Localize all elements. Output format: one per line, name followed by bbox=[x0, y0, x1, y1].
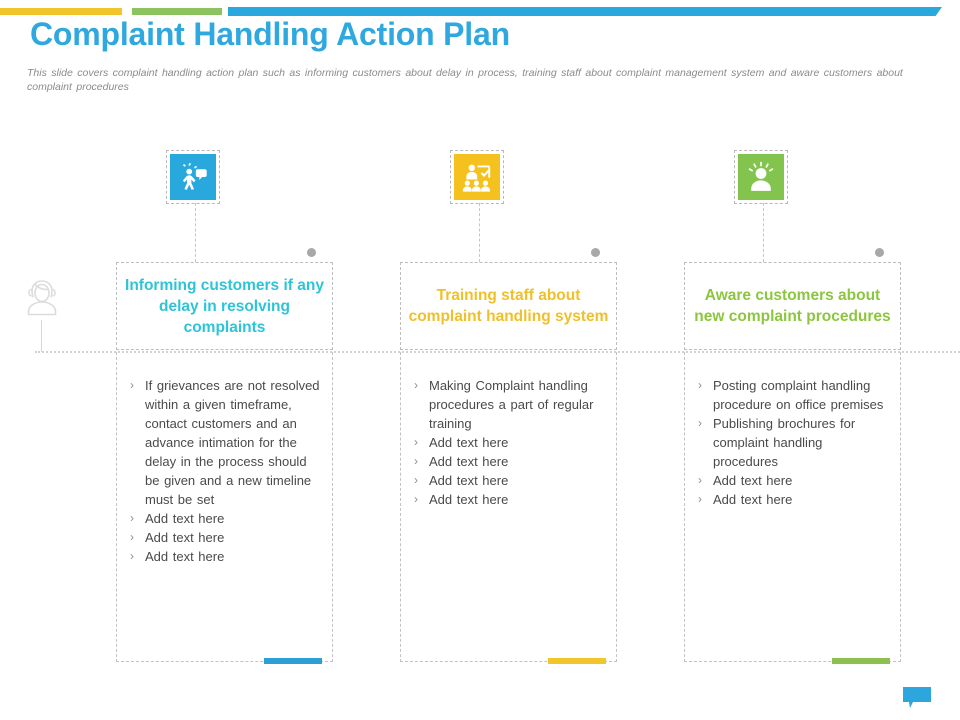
list-item-text: Add text here bbox=[145, 511, 225, 526]
list-item: › Add text here bbox=[413, 490, 606, 509]
chevron-right-icon: › bbox=[698, 416, 702, 430]
column-1-connector-line bbox=[195, 203, 196, 262]
list-item-text: Add text here bbox=[429, 454, 509, 469]
chevron-right-icon: › bbox=[698, 473, 702, 487]
chevron-right-icon: › bbox=[414, 378, 418, 392]
column-1-title-card[interactable]: Informing customers if any delay in reso… bbox=[116, 262, 333, 350]
column-3-title: Aware customers about new complaint proc… bbox=[694, 287, 891, 325]
list-item: › Add text here bbox=[413, 471, 606, 490]
chevron-right-icon: › bbox=[130, 530, 134, 544]
column-2-bottom-accent bbox=[548, 658, 606, 664]
list-item: › Add text here bbox=[697, 471, 890, 490]
column-2-title-card[interactable]: Training staff about complaint handling … bbox=[400, 262, 617, 350]
chevron-right-icon: › bbox=[698, 492, 702, 506]
column-1-icon-tile bbox=[166, 150, 220, 204]
training-presentation-icon bbox=[454, 154, 500, 200]
list-item-text: Publishing brochures for complaint handl… bbox=[713, 416, 856, 469]
column-1-title: Informing customers if any delay in reso… bbox=[125, 276, 324, 336]
list-item: › Making Complaint handling procedures a … bbox=[413, 376, 606, 433]
chevron-right-icon: › bbox=[414, 454, 418, 468]
horizontal-dotted-divider bbox=[35, 351, 960, 353]
column-3-connector-line bbox=[763, 203, 764, 262]
avatar-stem-line bbox=[41, 320, 42, 352]
column-3-icon-tile bbox=[734, 150, 788, 204]
list-item: › Publishing brochures for complaint hand… bbox=[697, 414, 890, 471]
list-item: › Add text here bbox=[129, 547, 322, 566]
chevron-right-icon: › bbox=[130, 549, 134, 563]
column-2-corner-dot bbox=[591, 248, 600, 257]
chevron-right-icon: › bbox=[414, 473, 418, 487]
chevron-right-icon: › bbox=[414, 435, 418, 449]
list-item: › Add text here bbox=[129, 528, 322, 547]
list-item-text: Add text here bbox=[429, 435, 509, 450]
chevron-right-icon: › bbox=[130, 378, 134, 392]
customer-avatar-icon bbox=[18, 275, 66, 327]
list-item: › Add text here bbox=[413, 433, 606, 452]
list-item: › Add text here bbox=[413, 452, 606, 471]
column-1-bullet-list: › If grievances are not resolved within a… bbox=[129, 376, 322, 566]
column-2-icon-tile bbox=[450, 150, 504, 204]
list-item: › Posting complaint handling procedure on… bbox=[697, 376, 890, 414]
chevron-right-icon: › bbox=[698, 378, 702, 392]
top-accent-segment-yellow bbox=[0, 8, 122, 15]
column-1-content-card: › If grievances are not resolved within a… bbox=[116, 352, 333, 662]
list-item-text: Add text here bbox=[713, 492, 793, 507]
page-title: Complaint Handling Action Plan bbox=[30, 16, 510, 52]
announcement-person-icon bbox=[170, 154, 216, 200]
column-3-content-card: › Posting complaint handling procedure on… bbox=[684, 352, 901, 662]
list-item: › Add text here bbox=[697, 490, 890, 509]
top-accent-segment-blue bbox=[228, 7, 942, 16]
top-accent-segment-green bbox=[132, 8, 222, 15]
list-item-text: Posting complaint handling procedure on … bbox=[713, 378, 884, 412]
aware-person-icon bbox=[738, 154, 784, 200]
chat-bubble-icon bbox=[903, 687, 931, 708]
list-item-text: If grievances are not resolved within a … bbox=[145, 378, 320, 507]
list-item-text: Add text here bbox=[713, 473, 793, 488]
list-item-text: Add text here bbox=[145, 530, 225, 545]
column-2-bullet-list: › Making Complaint handling procedures a … bbox=[413, 376, 606, 509]
page-subtitle: This slide covers complaint handling act… bbox=[27, 67, 903, 93]
top-accent-bar bbox=[0, 7, 960, 17]
list-item-text: Add text here bbox=[429, 492, 509, 507]
column-3-title-card[interactable]: Aware customers about new complaint proc… bbox=[684, 262, 901, 350]
column-2-title: Training staff about complaint handling … bbox=[408, 287, 609, 325]
chevron-right-icon: › bbox=[130, 511, 134, 525]
column-1-bottom-accent bbox=[264, 658, 322, 664]
list-item-text: Making Complaint handling procedures a p… bbox=[429, 378, 594, 431]
column-2-content-card: › Making Complaint handling procedures a … bbox=[400, 352, 617, 662]
column-1-corner-dot bbox=[307, 248, 316, 257]
list-item-text: Add text here bbox=[429, 473, 509, 488]
chevron-right-icon: › bbox=[414, 492, 418, 506]
column-3-bottom-accent bbox=[832, 658, 890, 664]
column-2-connector-line bbox=[479, 203, 480, 262]
column-3-bullet-list: › Posting complaint handling procedure on… bbox=[697, 376, 890, 509]
list-item-text: Add text here bbox=[145, 549, 225, 564]
list-item: › Add text here bbox=[129, 509, 322, 528]
list-item: › If grievances are not resolved within a… bbox=[129, 376, 322, 509]
column-3-corner-dot bbox=[875, 248, 884, 257]
